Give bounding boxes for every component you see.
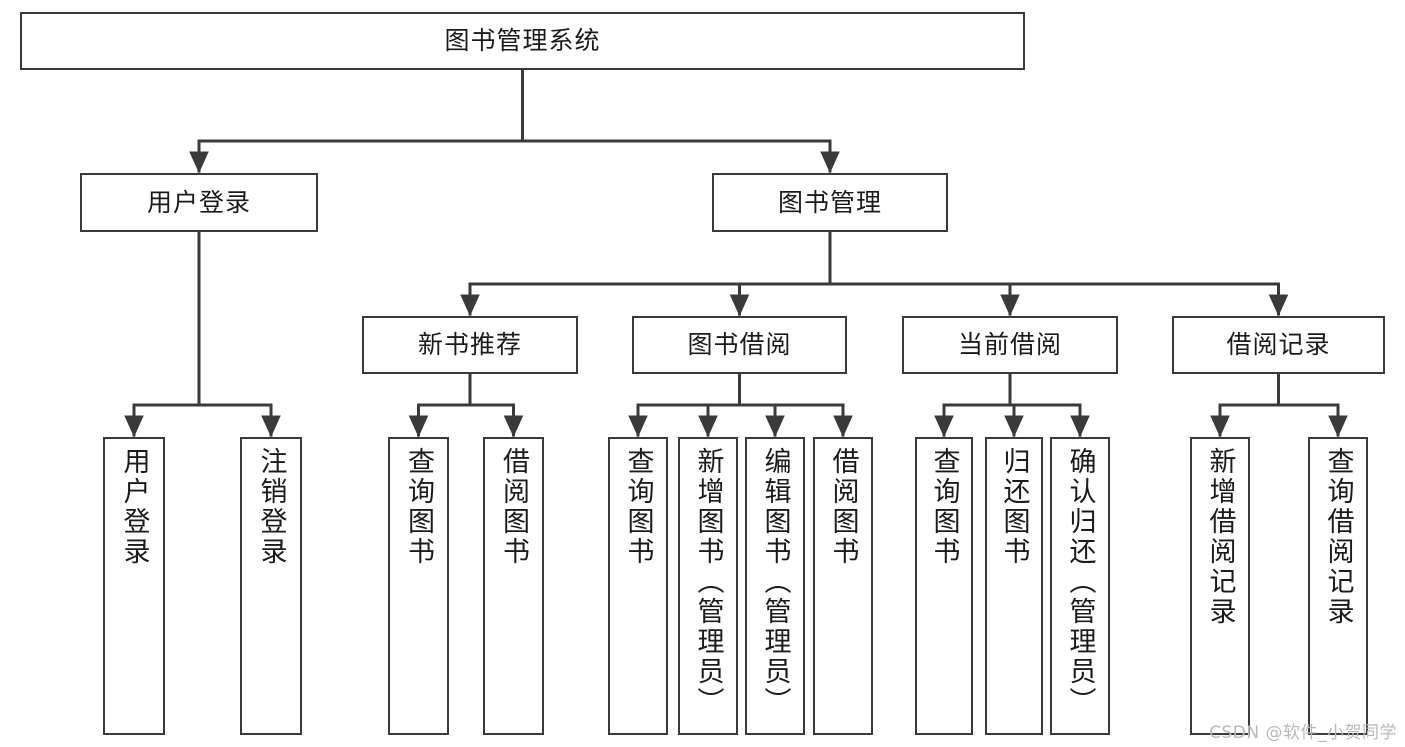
node-new-book-rec[interactable]: 新书推荐	[362, 316, 578, 374]
arrowhead-leaf-add-record	[1210, 415, 1230, 438]
node-leaf-user-login[interactable]: 用户登录	[103, 437, 165, 735]
arrowhead-leaf-query-book	[628, 415, 648, 438]
node-label-leaf-query-record: 查询借阅记录	[1322, 447, 1354, 627]
arrowhead-leaf-user-login	[124, 415, 144, 438]
arrowhead-leaf-logout	[261, 415, 281, 438]
arrowhead-borrow-record	[1268, 294, 1289, 317]
node-user-login[interactable]: 用户登录	[80, 173, 318, 232]
arrowhead-current-borrow	[1000, 294, 1020, 317]
node-label-leaf-return-book: 归还图书	[998, 447, 1030, 567]
node-leaf-return-book[interactable]: 归还图书	[985, 437, 1043, 735]
arrowhead-leaf-edit-book	[765, 415, 785, 438]
node-leaf-add-record[interactable]: 新增借阅记录	[1190, 437, 1250, 735]
arrowhead-leaf-query-book-rec	[408, 415, 429, 438]
arrowhead-leaf-borrow-book	[833, 415, 853, 438]
node-label-leaf-query-book: 查询图书	[622, 447, 654, 567]
node-leaf-borrow-book[interactable]: 借阅图书	[813, 437, 873, 735]
arrowhead-book-borrow	[729, 294, 750, 317]
node-leaf-query-book[interactable]: 查询图书	[608, 437, 668, 735]
node-leaf-add-book[interactable]: 新增图书（管理员）	[678, 437, 738, 735]
arrowhead-leaf-query-record	[1328, 415, 1348, 438]
node-label-leaf-add-record: 新增借阅记录	[1204, 447, 1236, 627]
node-leaf-borrow-book-rec[interactable]: 借阅图书	[483, 437, 544, 735]
node-leaf-confirm-return[interactable]: 确认归还（管理员）	[1050, 437, 1110, 735]
csdn-watermark: CSDN @软件_小贺同学	[1209, 723, 1397, 743]
node-label-leaf-logout: 注销登录	[255, 447, 287, 567]
node-label-current-borrow: 当前借阅	[957, 330, 1062, 360]
node-label-leaf-user-login: 用户登录	[118, 447, 150, 567]
node-label-leaf-query-book-rec: 查询图书	[403, 447, 434, 567]
node-leaf-edit-book[interactable]: 编辑图书（管理员）	[745, 437, 805, 735]
node-label-book-borrow: 图书借阅	[687, 330, 792, 360]
node-leaf-logout[interactable]: 注销登录	[240, 437, 302, 735]
node-label-leaf-borrow-book: 借阅图书	[827, 447, 859, 567]
arrowhead-leaf-confirm-return	[1070, 415, 1090, 438]
node-label-leaf-query-book-cur: 查询图书	[928, 447, 960, 567]
arrowhead-book-manage	[820, 151, 840, 174]
node-label-user-login: 用户登录	[146, 187, 251, 217]
node-label-leaf-borrow-book-rec: 借阅图书	[498, 447, 529, 567]
arrowhead-leaf-query-book-cur	[934, 415, 954, 438]
node-leaf-query-book-rec[interactable]: 查询图书	[388, 437, 449, 735]
node-borrow-record[interactable]: 借阅记录	[1172, 316, 1385, 374]
arrowhead-leaf-borrow-book-rec	[503, 415, 524, 438]
node-leaf-query-book-cur[interactable]: 查询图书	[915, 437, 973, 735]
node-label-leaf-add-book: 新增图书（管理员）	[692, 447, 724, 717]
arrowhead-leaf-return-book	[1004, 415, 1024, 438]
node-label-book-manage: 图书管理	[777, 187, 882, 217]
node-label-new-book-rec: 新书推荐	[417, 330, 522, 360]
node-book-borrow[interactable]: 图书借阅	[632, 316, 847, 374]
arrowhead-new-book-rec	[460, 294, 480, 317]
node-label-root: 图书管理系统	[444, 26, 601, 56]
node-leaf-query-record[interactable]: 查询借阅记录	[1308, 437, 1368, 735]
arrowhead-leaf-add-book	[698, 415, 718, 438]
node-current-borrow[interactable]: 当前借阅	[902, 316, 1118, 374]
node-label-leaf-edit-book: 编辑图书（管理员）	[759, 447, 791, 717]
node-book-manage[interactable]: 图书管理	[712, 173, 948, 232]
node-label-leaf-confirm-return: 确认归还（管理员）	[1064, 447, 1096, 717]
node-root[interactable]: 图书管理系统	[20, 12, 1025, 70]
arrowhead-user-login	[189, 151, 209, 174]
node-label-borrow-record: 借阅记录	[1226, 330, 1331, 360]
